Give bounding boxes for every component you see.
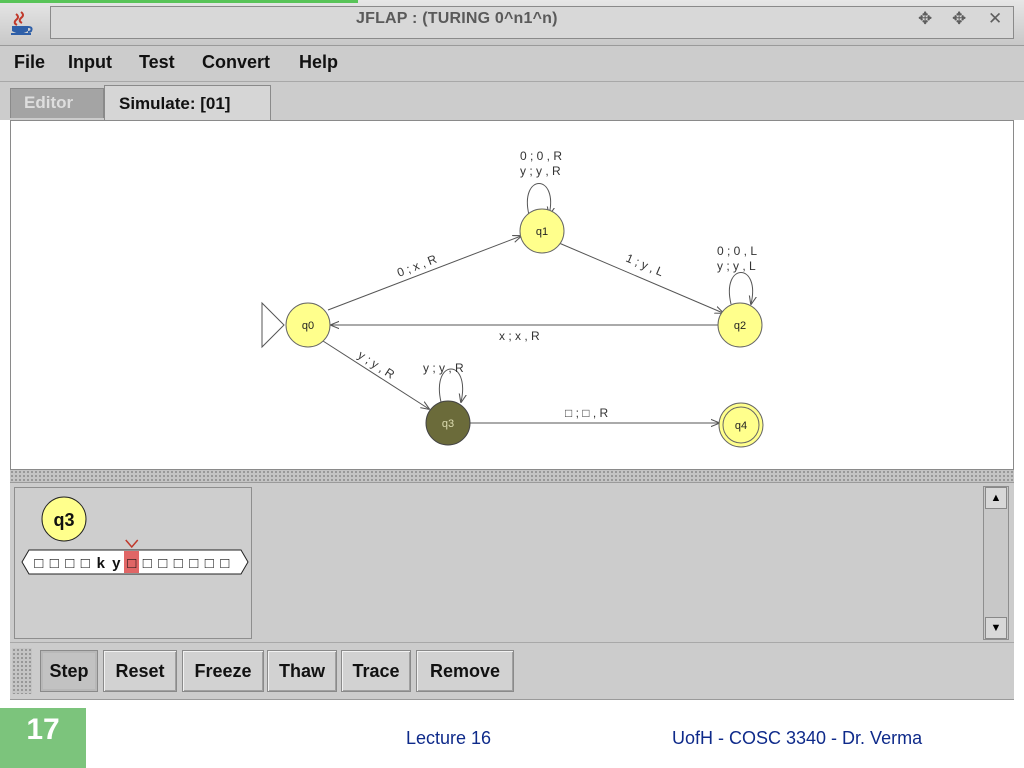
step-button[interactable]: Step bbox=[40, 650, 98, 692]
loop-label-q1-b: y ; y , R bbox=[520, 164, 561, 178]
state-q3[interactable]: q3 bbox=[425, 400, 471, 446]
current-state-label: q3 bbox=[53, 510, 74, 530]
java-icon[interactable] bbox=[6, 8, 36, 38]
toolbar-grip[interactable] bbox=[12, 648, 32, 694]
scroll-up-button[interactable]: ▲ bbox=[985, 487, 1007, 509]
menu-help[interactable]: Help bbox=[299, 52, 339, 72]
thaw-button[interactable]: Thaw bbox=[267, 650, 337, 692]
menu-bar: File Input Test Convert Help bbox=[0, 46, 1024, 82]
simulation-toolbar: Step Reset Freeze Thaw Trace Remove bbox=[10, 642, 1014, 700]
menu-convert[interactable]: Convert bbox=[202, 52, 271, 72]
tape-cell: □ bbox=[205, 555, 214, 572]
loop-q1 bbox=[526, 183, 550, 216]
state-diagram: 0 ; x , R 1 ; y , L x ; x , R y ; y , R … bbox=[261, 149, 764, 448]
state-q2[interactable]: q2 bbox=[717, 302, 763, 348]
vertical-scrollbar[interactable]: ▲ ▼ bbox=[983, 486, 1009, 640]
title-bar: JFLAP : (TURING 0^n1^n) ✥ ✥ ✕ bbox=[0, 0, 1024, 46]
loop-label-q3: y ; y , R bbox=[423, 361, 464, 375]
tape-cell: □ bbox=[158, 555, 167, 572]
window-title: JFLAP : (TURING 0^n1^n) bbox=[356, 10, 558, 27]
menu-file[interactable]: File bbox=[14, 52, 46, 72]
tab-simulate[interactable]: Simulate: [01] bbox=[104, 85, 271, 120]
state-label-q0: q0 bbox=[302, 320, 314, 332]
maximize-icon[interactable]: ✥ bbox=[952, 9, 967, 28]
slide-number: 17 bbox=[0, 708, 86, 768]
close-icon[interactable]: ✕ bbox=[988, 9, 1003, 28]
state-label-q4: q4 bbox=[735, 420, 747, 432]
reset-button[interactable]: Reset bbox=[103, 650, 177, 692]
minimize-icon[interactable]: ✥ bbox=[918, 9, 933, 28]
tab-row: Editor Simulate: [01] bbox=[0, 82, 1024, 120]
title-accent-bar bbox=[0, 0, 358, 3]
tape-cell: □ bbox=[174, 555, 183, 572]
loop-q2 bbox=[728, 272, 752, 305]
loop-label-q2-a: 0 ; 0 , L bbox=[717, 244, 757, 258]
menu-test[interactable]: Test bbox=[139, 52, 175, 72]
automaton-canvas[interactable]: 0 ; x , R 1 ; y , L x ; x , R y ; y , R … bbox=[10, 120, 1014, 470]
tape-cell: y bbox=[112, 555, 121, 572]
loop-label-q1-a: 0 ; 0 , R bbox=[520, 149, 562, 163]
split-divider[interactable] bbox=[10, 470, 1014, 482]
current-state-circle bbox=[41, 496, 87, 542]
tab-editor[interactable]: Editor bbox=[10, 88, 104, 118]
state-label-q2: q2 bbox=[734, 320, 746, 332]
tape-cell: □ bbox=[81, 555, 90, 572]
title-field bbox=[50, 6, 1014, 39]
tape-head-marker bbox=[125, 539, 139, 549]
tape-cell: □ bbox=[65, 555, 74, 572]
tape-cell: k bbox=[97, 555, 106, 572]
menu-input[interactable]: Input bbox=[68, 52, 112, 72]
edge-label-q2-q0: x ; x , R bbox=[499, 329, 540, 343]
state-q1[interactable]: q1 bbox=[519, 208, 565, 254]
loop-label-q2-b: y ; y , L bbox=[717, 259, 756, 273]
tape-head-cell bbox=[124, 551, 139, 573]
freeze-button[interactable]: Freeze bbox=[182, 650, 264, 692]
tape-cell: □ bbox=[34, 555, 43, 572]
tape-cell: □ bbox=[50, 555, 59, 572]
edge-q0-q3 bbox=[322, 340, 429, 409]
edge-q0-q1 bbox=[327, 236, 521, 311]
remove-button[interactable]: Remove bbox=[416, 650, 514, 692]
tape-cell: □ bbox=[189, 555, 198, 572]
state-q0[interactable]: q0 bbox=[285, 302, 331, 348]
edge-label-q0-q3: y ; y , R bbox=[355, 348, 397, 382]
footer-lecture: Lecture 16 bbox=[406, 728, 492, 748]
edge-label-q1-q2: 1 ; y , L bbox=[624, 251, 666, 279]
scroll-down-button[interactable]: ▼ bbox=[985, 617, 1007, 639]
tape-cell-head: □ bbox=[127, 555, 136, 572]
state-label-q1: q1 bbox=[536, 226, 548, 238]
edge-q1-q2 bbox=[558, 242, 723, 313]
tape-cell: □ bbox=[143, 555, 152, 572]
trace-button[interactable]: Trace bbox=[341, 650, 411, 692]
state-q4[interactable]: q4 bbox=[718, 402, 764, 448]
initial-state-arrow bbox=[261, 301, 285, 349]
state-label-q3: q3 bbox=[442, 418, 454, 430]
footer-course: UofH - COSC 3340 - Dr. Verma bbox=[672, 728, 923, 748]
edge-label-q3-q4: □ ; □ , R bbox=[565, 406, 609, 420]
tape-cell: □ bbox=[220, 555, 229, 572]
loop-q3 bbox=[438, 368, 462, 402]
